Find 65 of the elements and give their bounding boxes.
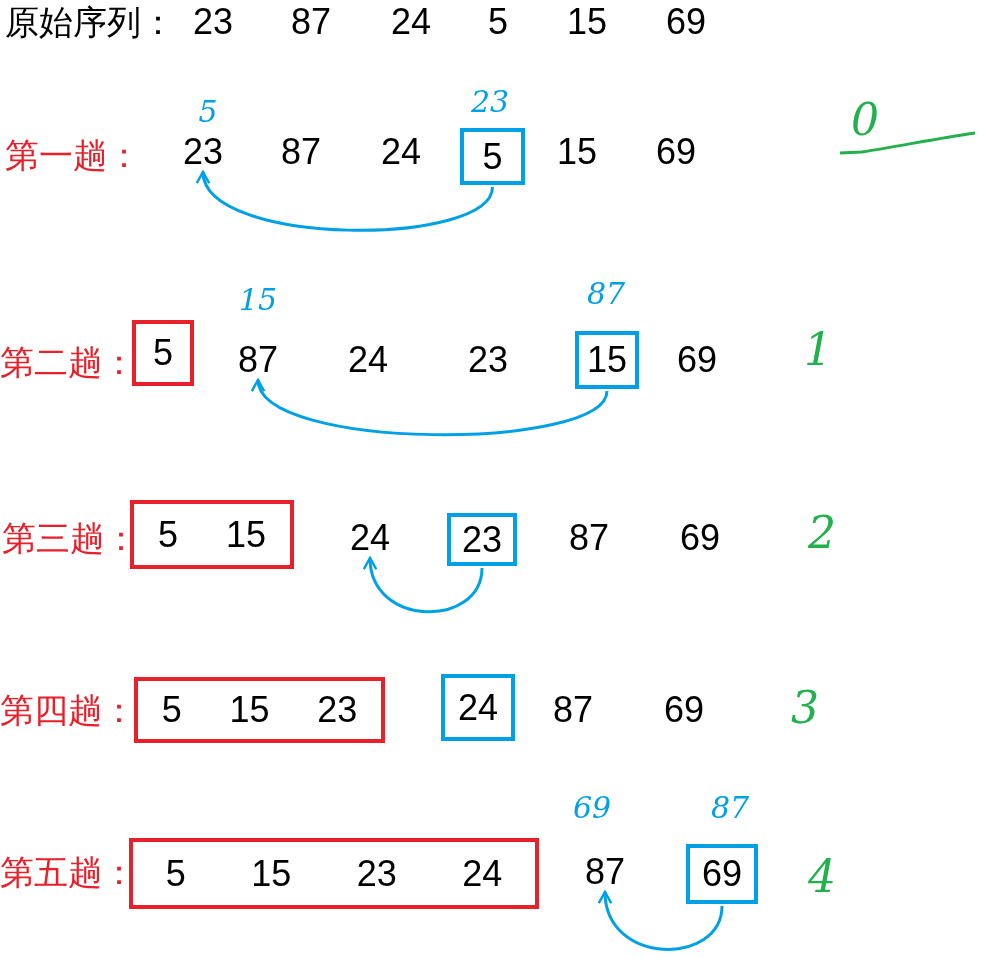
number: 87	[585, 854, 625, 890]
number: 15	[251, 855, 292, 892]
row-heading: 第五趟：	[0, 855, 136, 889]
handwritten-step-number: 3	[791, 686, 819, 730]
number: 69	[666, 4, 706, 40]
minimum-box	[441, 674, 515, 741]
number: 87	[281, 134, 321, 170]
number: 23	[183, 134, 223, 170]
number: 15	[586, 342, 627, 378]
number: 5	[161, 692, 182, 728]
handwritten-number: 15	[238, 285, 278, 315]
sorted-group-box	[130, 500, 294, 569]
number: 69	[680, 520, 720, 556]
number: 5	[157, 516, 178, 553]
number: 87	[291, 4, 331, 40]
number: 87	[238, 342, 278, 378]
row-heading: 第三趟：	[2, 521, 138, 555]
handwritten-step-number: 2	[808, 511, 836, 555]
number: 69	[701, 856, 742, 892]
handwritten-number: 69	[572, 793, 612, 823]
handwritten-number: 23	[470, 87, 510, 117]
sorted-group-box	[129, 838, 539, 909]
minimum-box	[447, 513, 517, 566]
minimum-box	[686, 844, 758, 904]
number: 69	[664, 692, 704, 728]
number: 24	[462, 855, 503, 892]
number: 5	[165, 855, 186, 892]
number: 15	[567, 4, 607, 40]
sorted-group-box	[134, 677, 385, 743]
number: 23	[468, 342, 508, 378]
number: 24	[350, 520, 390, 556]
number: 23	[317, 692, 358, 728]
number: 15	[557, 134, 597, 170]
curved-arrow	[199, 170, 494, 232]
number: 24	[457, 689, 498, 726]
number: 5	[153, 335, 173, 371]
handwritten-number: 5	[198, 97, 218, 127]
row-heading: 第四趟：	[0, 693, 136, 727]
number: 24	[391, 4, 431, 40]
number: 15	[225, 516, 266, 553]
handwritten-number: 87	[710, 793, 750, 823]
handwritten-number: 87	[586, 279, 626, 309]
curved-arrow	[599, 890, 724, 951]
sorted-group-box	[132, 320, 194, 386]
curved-arrow	[364, 556, 484, 614]
number: 15	[229, 692, 270, 728]
number: 23	[356, 855, 397, 892]
number: 23	[461, 521, 502, 558]
minimum-box	[460, 128, 525, 185]
number: 69	[677, 342, 717, 378]
number: 23	[193, 4, 233, 40]
row-heading: 原始序列：	[5, 5, 175, 39]
handwritten-step-number: 0	[851, 98, 879, 142]
handwritten-step-number: 1	[804, 328, 832, 372]
minimum-box	[575, 331, 639, 389]
number: 87	[553, 692, 593, 728]
number: 5	[488, 4, 508, 40]
number: 87	[569, 520, 609, 556]
number: 5	[482, 138, 503, 175]
number: 24	[348, 342, 388, 378]
row-heading: 第一趟：	[5, 138, 141, 172]
row-heading: 第二趟：	[0, 345, 136, 379]
number: 24	[381, 134, 421, 170]
number: 69	[656, 134, 696, 170]
handwritten-step-number: 4	[808, 855, 836, 899]
